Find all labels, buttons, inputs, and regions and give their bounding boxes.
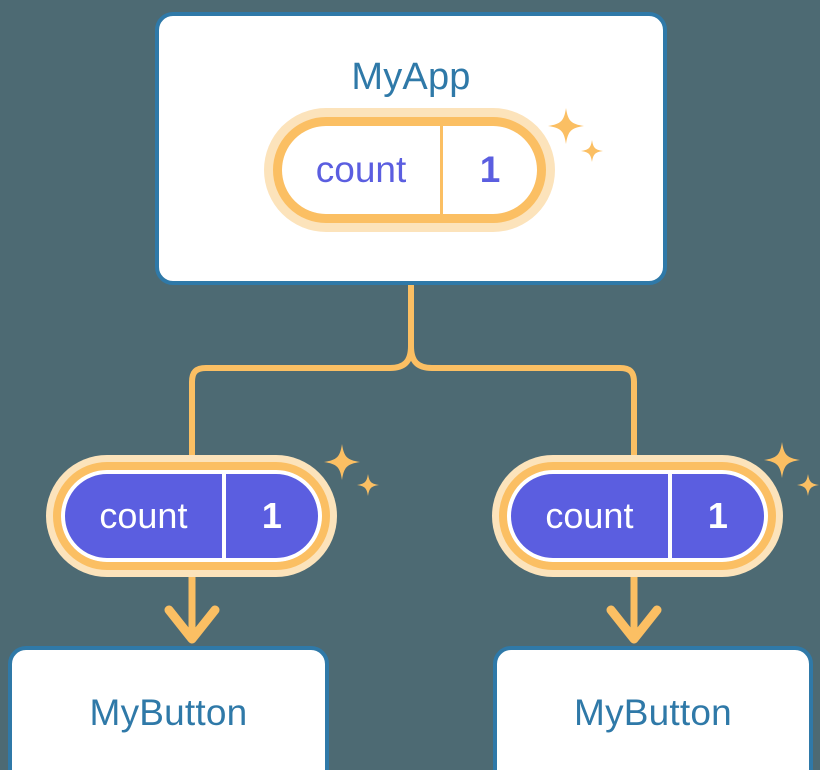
sparkle-icon bbox=[764, 442, 800, 478]
state-pill-mybutton-left-core: count 1 bbox=[61, 470, 322, 562]
card-mybutton-right-title: MyButton bbox=[574, 692, 732, 733]
state-pill-mybutton-right-key: count bbox=[511, 474, 672, 558]
connector-root-to-branch-right bbox=[408, 343, 637, 473]
card-mybutton-right[interactable]: MyButton bbox=[493, 646, 813, 770]
card-mybutton-left[interactable]: MyButton bbox=[8, 646, 329, 770]
state-pill-myapp[interactable]: count 1 bbox=[264, 108, 555, 232]
state-pill-mybutton-right-value: 1 bbox=[707, 495, 728, 536]
state-pill-myapp-core: count 1 bbox=[282, 126, 537, 214]
arrow-down-icon-left bbox=[164, 605, 220, 644]
state-pill-mybutton-right[interactable]: count 1 bbox=[492, 455, 783, 577]
state-pill-mybutton-left[interactable]: count 1 bbox=[46, 455, 337, 577]
state-pill-myapp-value: 1 bbox=[479, 149, 501, 190]
state-pill-mybutton-right-ring: count 1 bbox=[499, 462, 776, 570]
connector-root-to-branches bbox=[189, 282, 414, 473]
state-pill-mybutton-left-value: 1 bbox=[261, 495, 282, 536]
card-myapp-title: MyApp bbox=[351, 56, 471, 98]
state-pill-mybutton-left-key: count bbox=[65, 474, 226, 558]
arrow-down-icon-right bbox=[606, 605, 662, 644]
state-pill-myapp-ring: count 1 bbox=[273, 117, 546, 223]
state-pill-myapp-key: count bbox=[282, 126, 444, 214]
sparkle-small-icon bbox=[357, 474, 379, 496]
sparkle-icon bbox=[324, 444, 360, 480]
card-mybutton-left-title: MyButton bbox=[89, 692, 248, 733]
sparkle-small-icon bbox=[797, 474, 819, 496]
state-pill-mybutton-right-core: count 1 bbox=[507, 470, 768, 562]
state-pill-mybutton-left-ring: count 1 bbox=[53, 462, 330, 570]
